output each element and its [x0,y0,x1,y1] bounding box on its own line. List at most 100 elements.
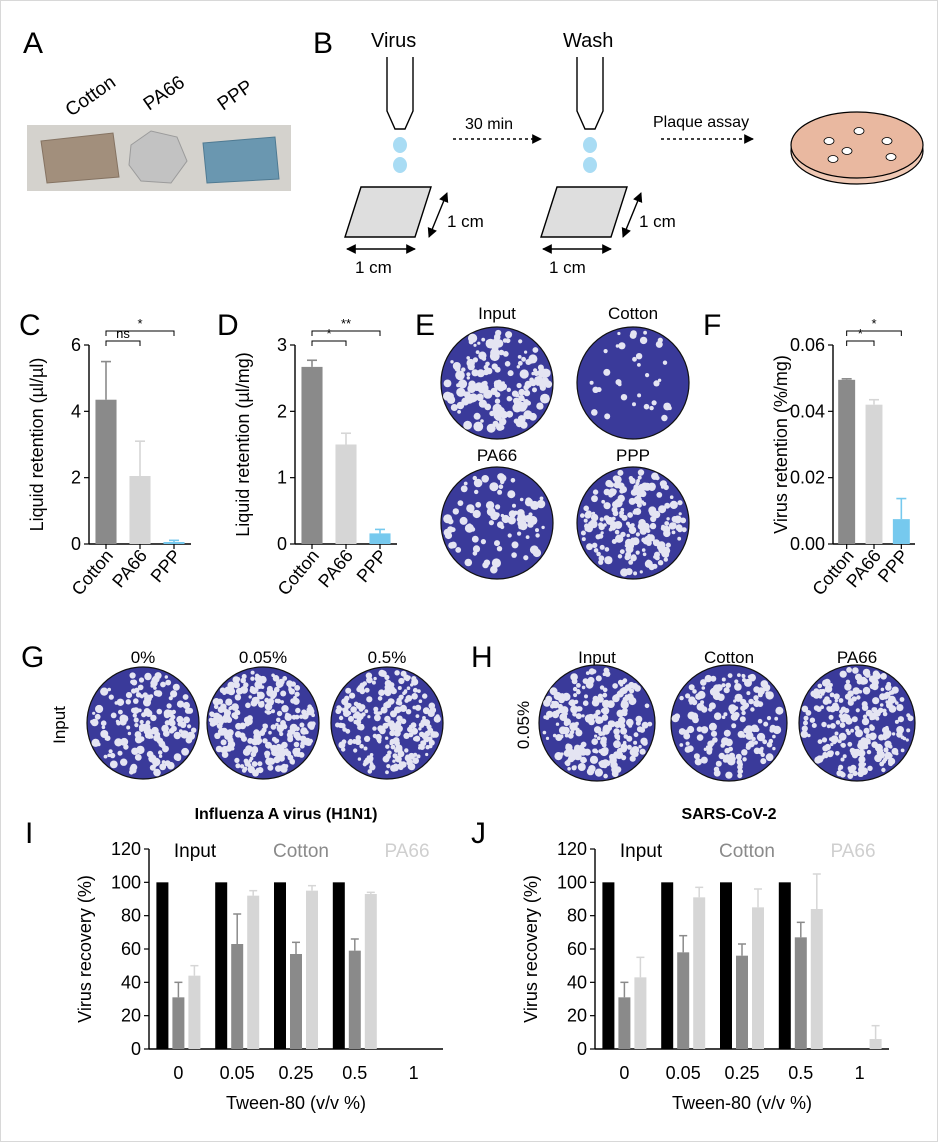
plaque-spot [384,684,391,691]
plaque-spot [667,406,672,411]
plaque-spot [607,700,615,708]
plaque-spot [678,512,682,516]
plaque-spot [750,724,759,733]
plaque-spot [871,741,878,748]
y-tick-label: 60 [567,939,587,959]
plaque-spot [126,725,131,730]
legend-entry: PA66 [384,841,429,862]
plaque-spot [457,500,464,506]
plaque-spot [594,726,602,734]
y-tick-label: 0.02 [790,468,825,488]
plaque-spot [814,756,822,764]
plaque-spot [607,720,614,727]
plaque-spot [125,699,131,705]
bar [231,944,244,1049]
plaque-spot [827,707,832,712]
plaque-spot [131,679,138,686]
plaque-spot [583,748,591,756]
plaque-spot [651,400,657,406]
plaque-spot [410,722,417,729]
plaque-spot [356,703,361,708]
y-tick-label: 40 [567,972,587,992]
plaque-spot [473,412,481,420]
plaque-spot [478,351,487,360]
plaque-spot [366,755,371,760]
plaque-spot [524,498,534,507]
plaque-spot [765,691,774,700]
plaque-spot [389,724,397,731]
legend-entry: Input [174,841,217,862]
plaque-spot [642,537,650,545]
plaque-spot [696,734,704,741]
plaque-spot [723,754,732,762]
plate-label: Input [478,304,516,323]
plaque-spot [404,748,409,753]
plaque-spot [855,708,860,713]
plaque-spot [221,731,226,735]
plaque-spot [651,472,659,480]
plaque-spot [160,681,166,688]
panel-j-letter: J [471,817,486,850]
plaque-spot [883,747,889,753]
y-tick-label: 4 [71,401,81,421]
plaque-spot [408,752,415,760]
plaque-spot [616,737,621,741]
plaque-spot [902,736,907,741]
row-label: Input [50,706,69,744]
dimension-label: 1 cm [447,212,484,231]
plaque-spot [720,743,725,748]
y-tick-label: 3 [277,335,287,355]
plaque-spot [611,516,616,521]
plaque-spot [583,505,589,512]
plaque-spot [592,695,599,702]
plaque-spot [518,388,525,396]
bar [332,882,345,1049]
plaque-spot [294,714,300,720]
plaque-spot [397,750,405,758]
plaque-spot [835,720,841,725]
plaque-spot [384,674,390,681]
plaque-spot [268,730,272,735]
plaque-spot [367,715,371,719]
plaque-spot [637,393,642,398]
plaque-spot [600,761,607,768]
plaque-spot [852,770,858,776]
plaque-spot [473,343,477,347]
plaque-spot [630,537,635,542]
plaque-spot [361,712,366,717]
plaque-spot [488,520,494,526]
plaque-spot [262,723,268,729]
plaque-spot [887,695,896,704]
plaque-spot [248,758,253,763]
plaque-plate [576,326,690,440]
plaque-spot [501,381,505,385]
plaque-spot [499,474,507,482]
plaque-spot [250,751,257,758]
x-axis-label: Tween-80 (v/v %) [226,1093,366,1113]
plaque-spot [267,764,274,771]
plaque-spot [186,707,194,714]
plaque-spot [502,338,508,343]
plaque-spot [881,767,886,773]
plaque-spot [617,331,621,336]
plaque-spot [653,555,657,559]
plaque-spot [294,691,300,697]
plaque-spot [766,716,772,721]
plaque-spot [639,727,646,733]
plaque-spot [293,752,298,757]
plaque-spot [535,533,540,538]
plaque-spot [723,712,728,717]
bar [869,1039,882,1049]
plaque-spot [679,743,684,747]
plaque-spot [173,731,181,740]
plaque-spot [598,522,604,528]
plaque-spot [620,507,625,512]
plaque-spot [603,750,609,755]
plaque-spot [555,734,563,741]
plaque-spot [713,712,722,720]
plaque-spot [688,696,696,704]
plaque-spot [506,396,512,402]
plaque-spot [524,515,532,523]
